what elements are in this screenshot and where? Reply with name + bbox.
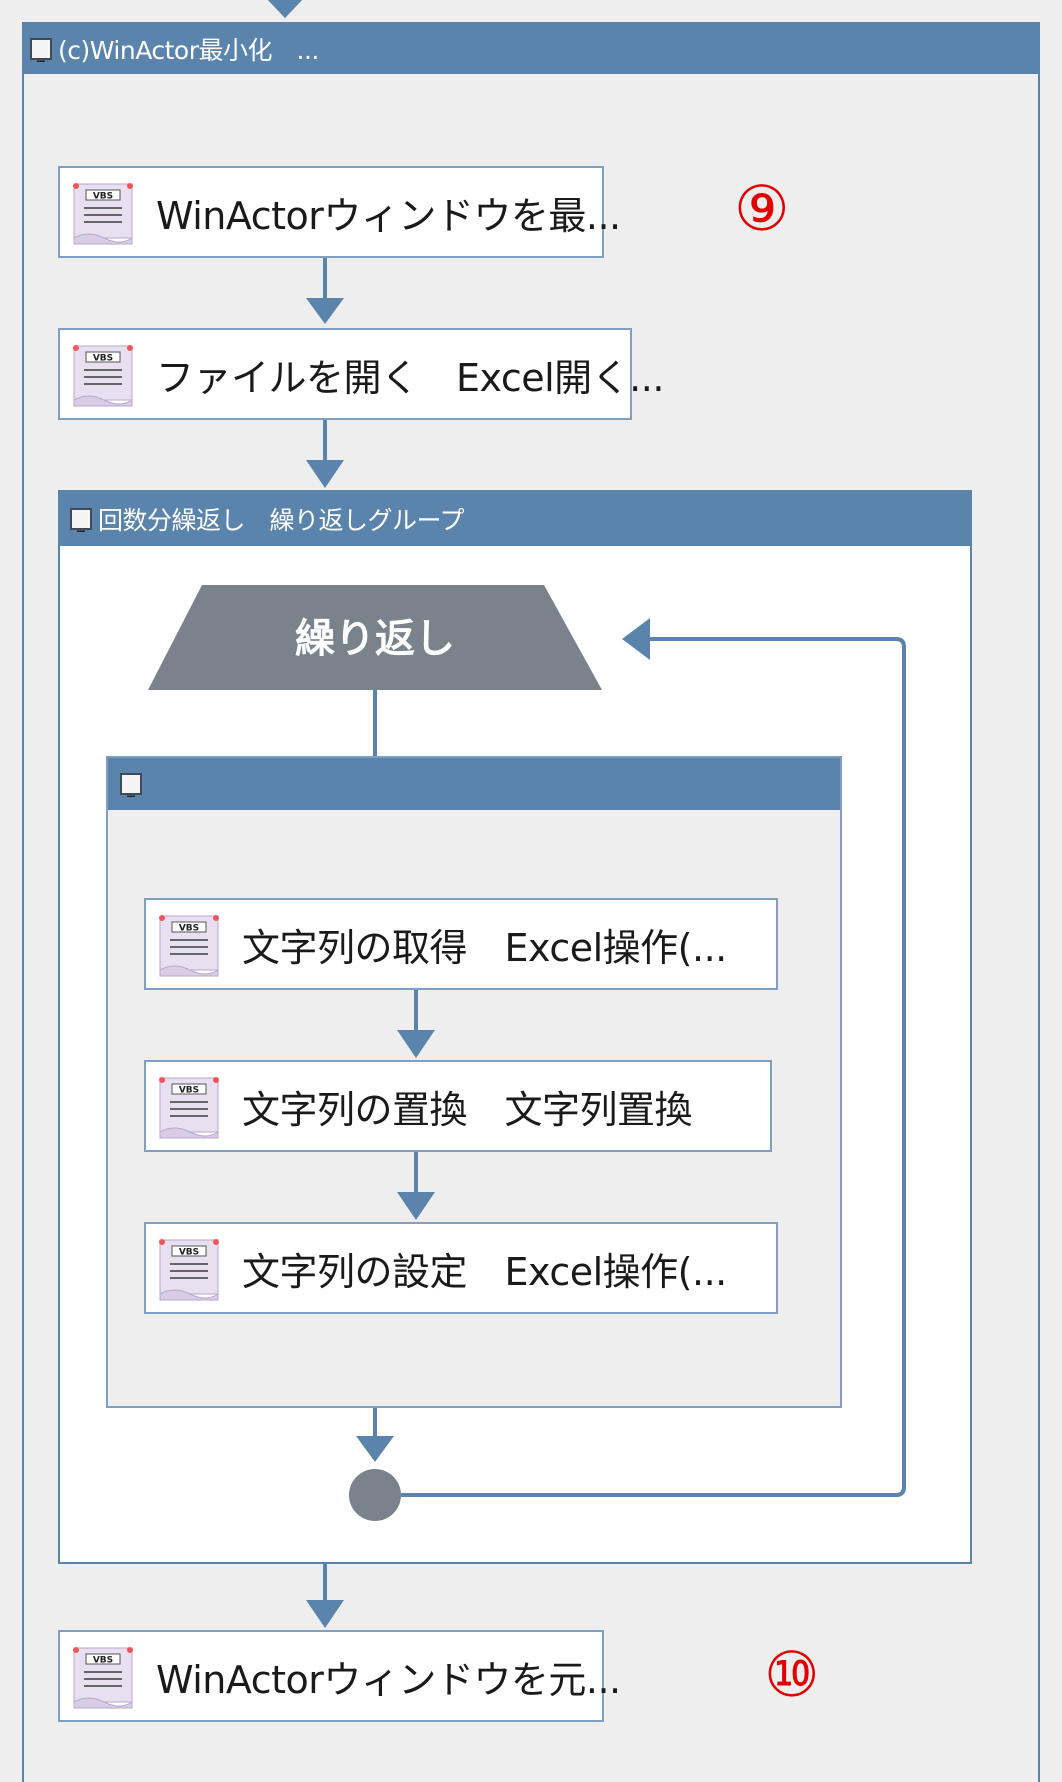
annotation-step9: ⑨ <box>734 172 790 245</box>
vbs-script-icon: VBS <box>159 1077 219 1139</box>
inner-group-header[interactable]: _ <box>108 758 840 810</box>
node-get-string[interactable]: VBS 文字列の取得 Excel操作(... <box>144 898 778 990</box>
svg-text:VBS: VBS <box>93 354 113 364</box>
node-label: ファイルを開く Excel開く... <box>156 355 664 400</box>
node-label: 文字列の置換 文字列置換 <box>242 1087 693 1132</box>
outer-group-header[interactable]: _ (c)WinActor最小化 ... <box>24 24 1038 74</box>
vbs-script-icon: VBS <box>159 915 219 977</box>
svg-text:VBS: VBS <box>93 192 113 202</box>
vbs-script-icon: VBS <box>73 1647 133 1709</box>
loop-start-label: 繰り返し <box>295 616 455 662</box>
loop-start-shape[interactable]: 繰り返し <box>148 585 602 690</box>
svg-text:VBS: VBS <box>179 1248 199 1258</box>
annotation-step10: ⑩ <box>764 1638 820 1711</box>
loop-group-header[interactable]: _ 回数分繰返し 繰り返しグループ <box>60 492 970 546</box>
loop-group-title: 回数分繰返し 繰り返しグループ <box>98 506 465 535</box>
vbs-script-icon: VBS <box>159 1239 219 1301</box>
node-minimize[interactable]: VBS WinActorウィンドウを最... <box>58 166 621 258</box>
loop-back-path <box>401 637 906 1497</box>
arrow-minimize-to-open <box>306 258 344 324</box>
arrow-get-to-replace <box>397 990 435 1058</box>
minimize-icon[interactable]: _ <box>30 38 52 61</box>
node-restore[interactable]: VBS WinActorウィンドウを元... <box>58 1630 621 1722</box>
node-set-string[interactable]: VBS 文字列の設定 Excel操作(... <box>144 1222 778 1314</box>
node-label: 文字列の取得 Excel操作(... <box>242 925 727 970</box>
node-open-file[interactable]: VBS ファイルを開く Excel開く... <box>58 328 664 420</box>
vbs-script-icon: VBS <box>73 345 133 407</box>
outer-group-title: (c)WinActor最小化 ... <box>58 36 319 65</box>
svg-text:VBS: VBS <box>179 924 199 934</box>
node-label: WinActorウィンドウを最... <box>156 193 621 238</box>
svg-text:VBS: VBS <box>93 1656 113 1666</box>
loop-back-arrowhead <box>622 618 650 660</box>
vbs-script-icon: VBS <box>73 183 133 245</box>
arrow-open-to-loop <box>306 420 344 488</box>
arrow-replace-to-set <box>397 1152 435 1220</box>
arrow-top <box>268 0 302 18</box>
node-label: WinActorウィンドウを元... <box>156 1657 621 1702</box>
svg-text:VBS: VBS <box>179 1086 199 1096</box>
arrow-loop-to-restore <box>306 1564 344 1628</box>
node-replace-string[interactable]: VBS 文字列の置換 文字列置換 <box>144 1060 772 1152</box>
minimize-icon[interactable]: _ <box>70 508 92 531</box>
node-label: 文字列の設定 Excel操作(... <box>242 1249 727 1294</box>
minimize-icon[interactable]: _ <box>120 773 142 796</box>
arrow-inner-to-join <box>356 1408 394 1462</box>
loop-join-circle <box>349 1469 401 1521</box>
